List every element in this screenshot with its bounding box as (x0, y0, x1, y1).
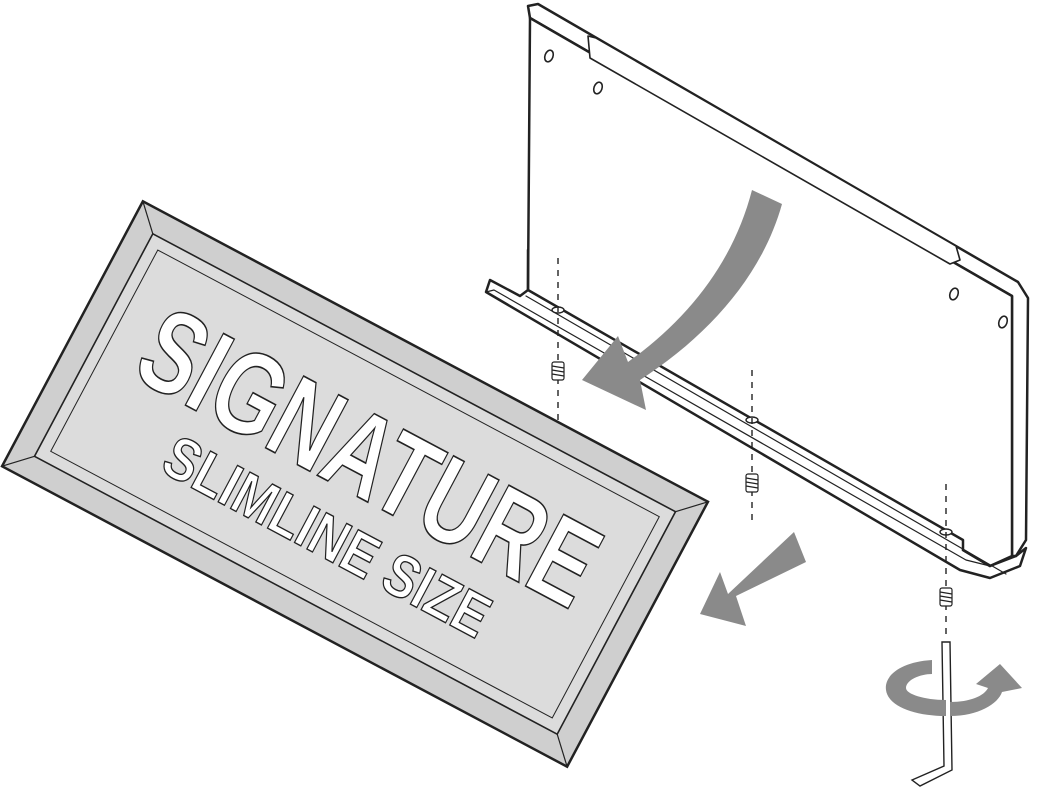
set-screw (552, 362, 564, 380)
rotate-icon (886, 660, 1022, 716)
set-screw (746, 474, 758, 492)
rotate-arrow-front (950, 664, 1022, 716)
set-screw (940, 588, 952, 606)
straight-arrow-icon (700, 532, 806, 626)
rotate-arrow-back (886, 660, 946, 716)
